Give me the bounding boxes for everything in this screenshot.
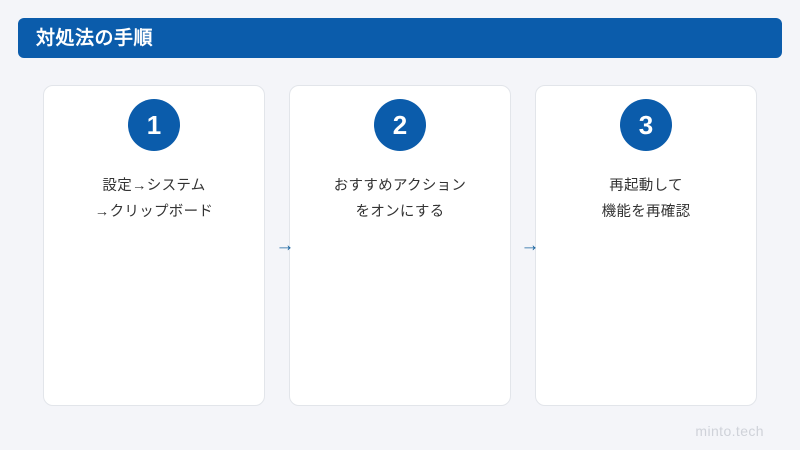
step-description-line1-1: 設定→システム bbox=[102, 178, 206, 194]
step-number-label-1: 1 bbox=[146, 110, 162, 140]
step-description-line2-1: →クリップボード bbox=[94, 204, 214, 220]
step-description-line2-3: 機能を再確認 bbox=[601, 204, 691, 220]
arrow-right-icon-2: → bbox=[520, 234, 540, 256]
watermark: minto.tech bbox=[695, 423, 764, 439]
step-number-badge-1: 1 bbox=[128, 99, 180, 151]
step-description-line1-2: おすすめアクション bbox=[333, 178, 467, 194]
step-number-badge-2: 2 bbox=[374, 99, 426, 151]
step-description-line1-3: 再起動して bbox=[609, 178, 683, 194]
page-title: 対処法の手順 bbox=[36, 27, 154, 49]
steps-row: 1 設定→システム →クリップボード 2 おすすめアクション をオンにする 3 … bbox=[43, 85, 757, 406]
step-number-label-2: 2 bbox=[392, 110, 408, 140]
step-card-1: 1 設定→システム →クリップボード bbox=[43, 85, 265, 406]
step-description-2: おすすめアクション をオンにする bbox=[300, 173, 500, 225]
step-description-1: 設定→システム →クリップボード bbox=[54, 173, 254, 225]
step-card-3: 3 再起動して 機能を再確認 bbox=[535, 85, 757, 406]
step-card-2: 2 おすすめアクション をオンにする bbox=[289, 85, 511, 406]
step-description-line2-2: をオンにする bbox=[355, 204, 445, 220]
arrow-right-icon-1: → bbox=[275, 234, 295, 256]
step-description-3: 再起動して 機能を再確認 bbox=[546, 173, 746, 225]
step-number-label-3: 3 bbox=[638, 110, 654, 140]
header-bar: 対処法の手順 bbox=[18, 18, 782, 58]
step-number-badge-3: 3 bbox=[620, 99, 672, 151]
